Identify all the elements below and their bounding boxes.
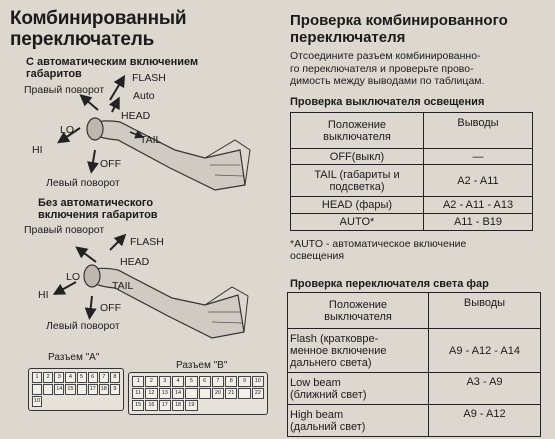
- table1-header-row: Положение выключателя Выводы: [290, 112, 533, 149]
- table2-col-pins: Выводы: [428, 292, 541, 329]
- connector-pin: [198, 388, 211, 399]
- s2-hi-label: HI: [38, 289, 49, 301]
- s1-off-label: OFF: [100, 158, 121, 170]
- s1-auto-label: Auto: [133, 90, 155, 102]
- section2-heading: Без автоматического включения габаритов: [38, 197, 158, 221]
- connector-a-label: Разъем "A": [48, 352, 100, 363]
- connector-pin: 4: [65, 372, 76, 383]
- connector-pin: 17: [158, 400, 171, 411]
- connector-pin: 14: [171, 388, 185, 399]
- s2-off-label: OFF: [100, 302, 121, 314]
- connector-pin: 3: [158, 376, 171, 387]
- table2-col-position: Положение выключателя: [287, 292, 429, 329]
- stalk-illustration-2: [52, 233, 249, 339]
- section1-heading: С автоматическим включением габаритов: [26, 56, 199, 80]
- table1-col-position: Положение выключателя: [290, 112, 424, 149]
- connector-pin: [43, 384, 54, 395]
- connector-pin: 11: [132, 388, 145, 399]
- connector-pin: [76, 384, 87, 395]
- s2-head-label: HEAD: [120, 256, 150, 268]
- table2-heading: Проверка переключателя света фар: [290, 278, 489, 290]
- connector-pin: 21: [225, 388, 238, 399]
- connector-pin: [238, 388, 251, 399]
- connector-pin: 18: [98, 384, 109, 395]
- connector-pin: [32, 384, 43, 395]
- connector-pin: 7: [211, 376, 225, 387]
- s1-flash-label: FLASH: [132, 72, 166, 84]
- table-row: AUTO* A11 - B19: [290, 213, 533, 231]
- connector-pin: 4: [171, 376, 185, 387]
- table-row: OFF(выкл) —: [290, 148, 533, 165]
- connector-pin: 10: [32, 396, 43, 407]
- s1-right-turn-label: Правый поворот: [24, 84, 105, 96]
- headlight-switch-table: Положение выключателя Выводы Flash (крат…: [287, 292, 541, 437]
- connector-pin: 8: [225, 376, 238, 387]
- s1-tail-label: TAIL: [140, 134, 162, 146]
- connector-pin: 13: [158, 388, 171, 399]
- s2-lo-label: LO: [66, 271, 81, 283]
- s2-left-turn-label: Левый поворот: [46, 320, 120, 332]
- connector-pin: 6: [87, 372, 98, 383]
- connector-pin: 15: [132, 400, 145, 411]
- s1-head-label: HEAD: [121, 110, 151, 122]
- connector-pin: 5: [185, 376, 198, 387]
- connector-pin: 22: [251, 388, 264, 399]
- table-row: High beam (дальний свет) A9 - A12: [287, 404, 541, 437]
- connector-b-label: Разъем "B": [176, 360, 228, 371]
- connector-pin: 16: [145, 400, 158, 411]
- connector-pin: 2: [43, 372, 54, 383]
- connector-pin: 1: [132, 376, 145, 387]
- connector-pin: 9: [238, 376, 251, 387]
- left-title: Комбинированный переключатель: [10, 8, 187, 50]
- connector-pin: 6: [198, 376, 211, 387]
- table-row: HEAD (фары) A2 - A11 - A13: [290, 196, 533, 214]
- connector-pin: 18: [171, 400, 185, 411]
- s2-right-turn-label: Правый поворот: [24, 224, 105, 236]
- s1-hi-label: HI: [32, 144, 43, 156]
- connector-pin: 12: [145, 388, 158, 399]
- connector-pin: 19: [185, 400, 198, 411]
- intro-text: Отсоедините разъем комбинированно- го пе…: [290, 50, 485, 87]
- stalk-illustration-1: [57, 74, 251, 191]
- connector-pin: 1: [32, 372, 43, 383]
- table1-heading: Проверка выключателя освещения: [290, 96, 485, 108]
- right-title: Проверка комбинированного переключателя: [290, 12, 508, 46]
- switch-diagrams: [52, 74, 251, 339]
- connector-pin: 17: [87, 384, 98, 395]
- s2-tail-label: TAIL: [112, 280, 134, 292]
- table-row: Flash (кратковре- менное включение дальн…: [287, 328, 541, 373]
- table-row: TAIL (габариты и подсветка) A2 - A11: [290, 164, 533, 197]
- connector-pin: 3: [54, 372, 65, 383]
- s1-lo-label: LO: [60, 124, 75, 136]
- lighting-switch-table: Положение выключателя Выводы OFF(выкл) —…: [290, 112, 533, 231]
- connector-pin: 2: [145, 376, 158, 387]
- connector-pin: 10: [251, 376, 264, 387]
- auto-footnote: *AUTO - автоматическое включение освещен…: [290, 238, 467, 262]
- connector-pin: 20: [211, 388, 225, 399]
- connector-pin: [185, 388, 198, 399]
- connector-pin: 9: [109, 384, 120, 395]
- connector-pin: 7: [98, 372, 109, 383]
- connector-pin: 14: [54, 384, 65, 395]
- table2-header-row: Положение выключателя Выводы: [287, 292, 541, 329]
- connector-pin: 15: [65, 384, 76, 395]
- connector-pin: 8: [109, 372, 120, 383]
- s2-flash-label: FLASH: [130, 236, 164, 248]
- table1-col-pins: Выводы: [423, 112, 533, 149]
- connector-pin: 5: [76, 372, 87, 383]
- s1-left-turn-label: Левый поворот: [46, 177, 120, 189]
- table-row: Low beam (ближний свет) A3 - A9: [287, 372, 541, 405]
